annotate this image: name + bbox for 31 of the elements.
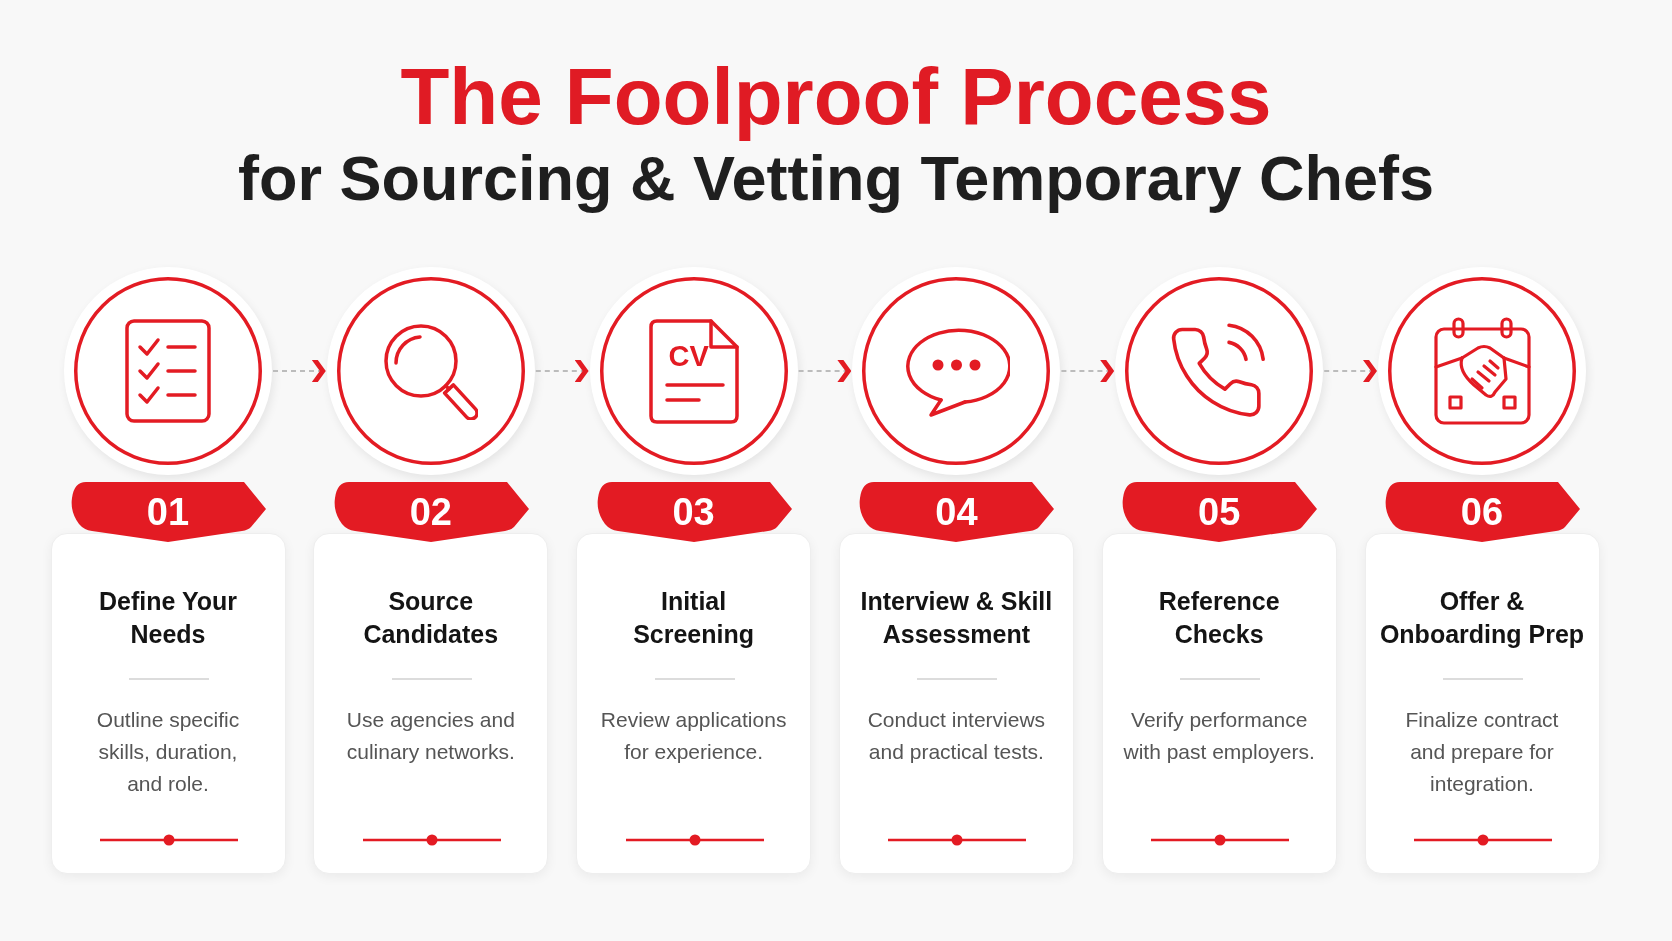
step-title: Source Candidates	[362, 586, 500, 650]
icon-text: CV	[668, 341, 709, 371]
step-card	[1364, 533, 1600, 874]
step-description: Review applications for experience.	[599, 707, 788, 765]
step-number: 03	[672, 493, 715, 531]
step-card	[313, 533, 549, 874]
step-number: 04	[935, 493, 978, 531]
step-description: Use agencies and culinary networks.	[345, 707, 516, 765]
step-banner	[595, 482, 792, 542]
step-title: Offer & Onboarding Prep	[1379, 586, 1585, 650]
step-banner	[332, 482, 529, 542]
step-title: Reference Checks	[1157, 586, 1281, 650]
step-banner	[1384, 482, 1580, 542]
step-description: Finalize contract and prepare for integration.	[1404, 707, 1560, 797]
step-description: Outline specific skills, duration, and role.	[95, 707, 241, 797]
step-card	[576, 533, 812, 874]
step-description: Conduct interviews and practical tests.	[866, 707, 1047, 765]
step-title: Initial Screening	[632, 586, 756, 650]
step-banner	[70, 482, 266, 542]
step-number: 05	[1198, 493, 1241, 531]
step-banner	[858, 482, 1055, 542]
step-description: Verify performance with past employers.	[1122, 707, 1316, 765]
step-banner	[1121, 482, 1318, 542]
step-title: Define Your Needs	[98, 586, 238, 650]
step-number: 06	[1460, 493, 1504, 531]
step-card	[50, 533, 286, 874]
step-title: Interview & Skill Assessment	[859, 586, 1054, 650]
step-number: 01	[146, 493, 190, 531]
step-number: 02	[409, 493, 452, 531]
step-card	[838, 533, 1074, 874]
step-card	[1101, 533, 1337, 874]
